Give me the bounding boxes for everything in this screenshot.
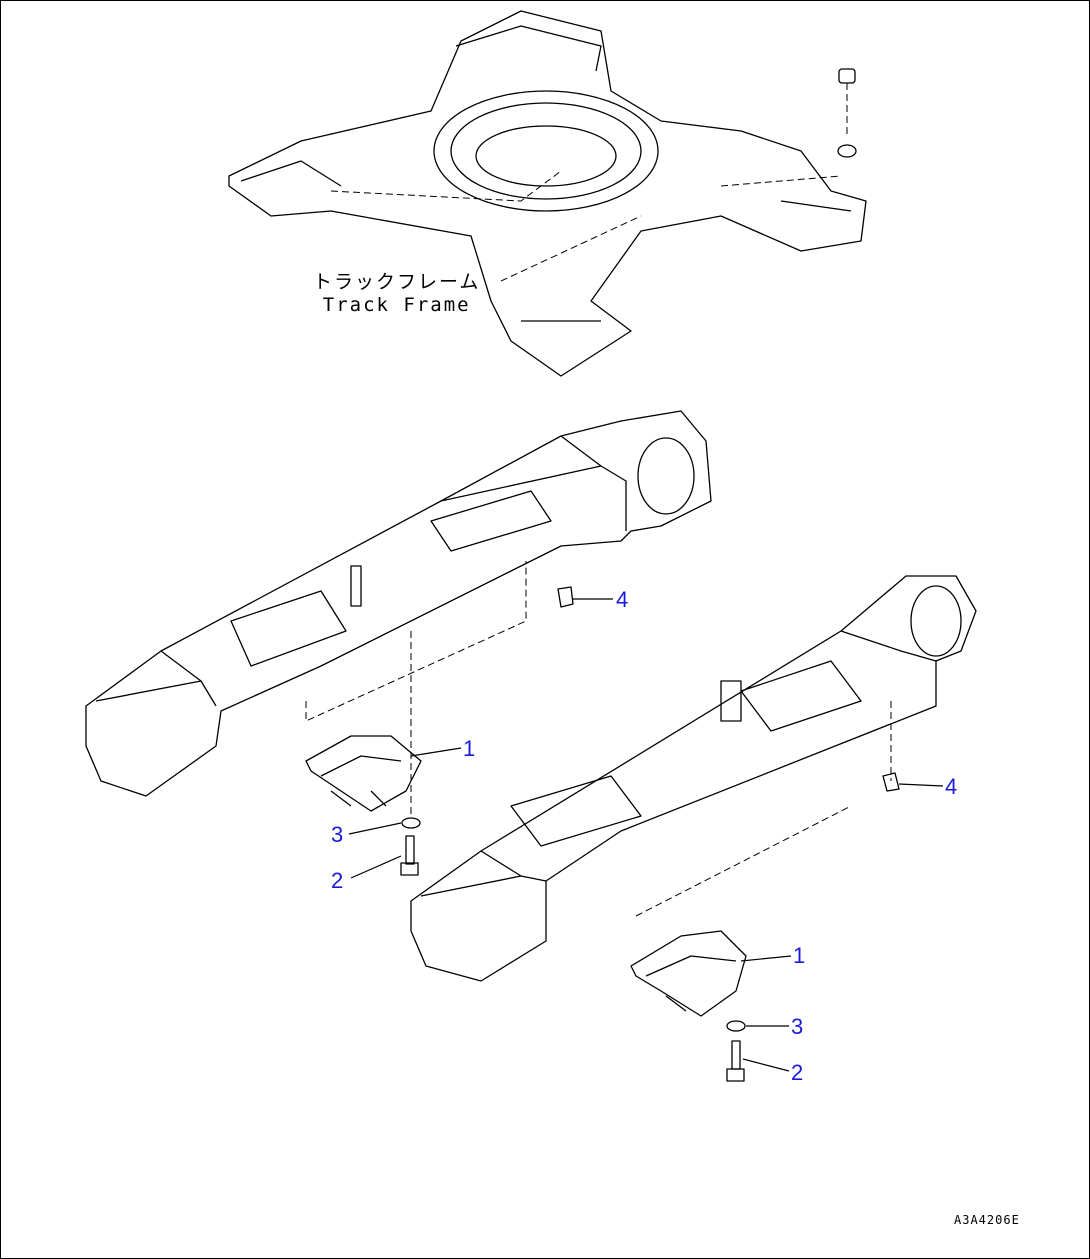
drawing-code: A3A4206E bbox=[954, 1213, 1020, 1227]
track-frame-label-en: Track Frame bbox=[322, 294, 471, 316]
callout-left-2: 2 bbox=[331, 868, 344, 893]
leader-lines bbox=[348, 598, 944, 1072]
left-side-frame-drawing bbox=[85, 410, 712, 816]
callout-right-3: 3 bbox=[791, 1014, 804, 1039]
track-frame-label-jp: トラックフレーム bbox=[313, 271, 481, 293]
right-bracket-drawing bbox=[630, 930, 747, 1082]
callout-right-4: 4 bbox=[945, 774, 958, 799]
track-frame-label: トラックフレーム Track Frame bbox=[313, 271, 480, 317]
callout-left-3: 3 bbox=[331, 822, 344, 847]
left-bracket-drawing bbox=[305, 586, 574, 876]
right-side-frame-drawing bbox=[410, 575, 977, 982]
callout-right-1: 1 bbox=[793, 943, 806, 968]
track-frame-drawing bbox=[228, 10, 867, 377]
callout-left-4: 4 bbox=[616, 587, 629, 612]
callout-left-1: 1 bbox=[463, 736, 476, 761]
callout-right-2: 2 bbox=[791, 1060, 804, 1085]
